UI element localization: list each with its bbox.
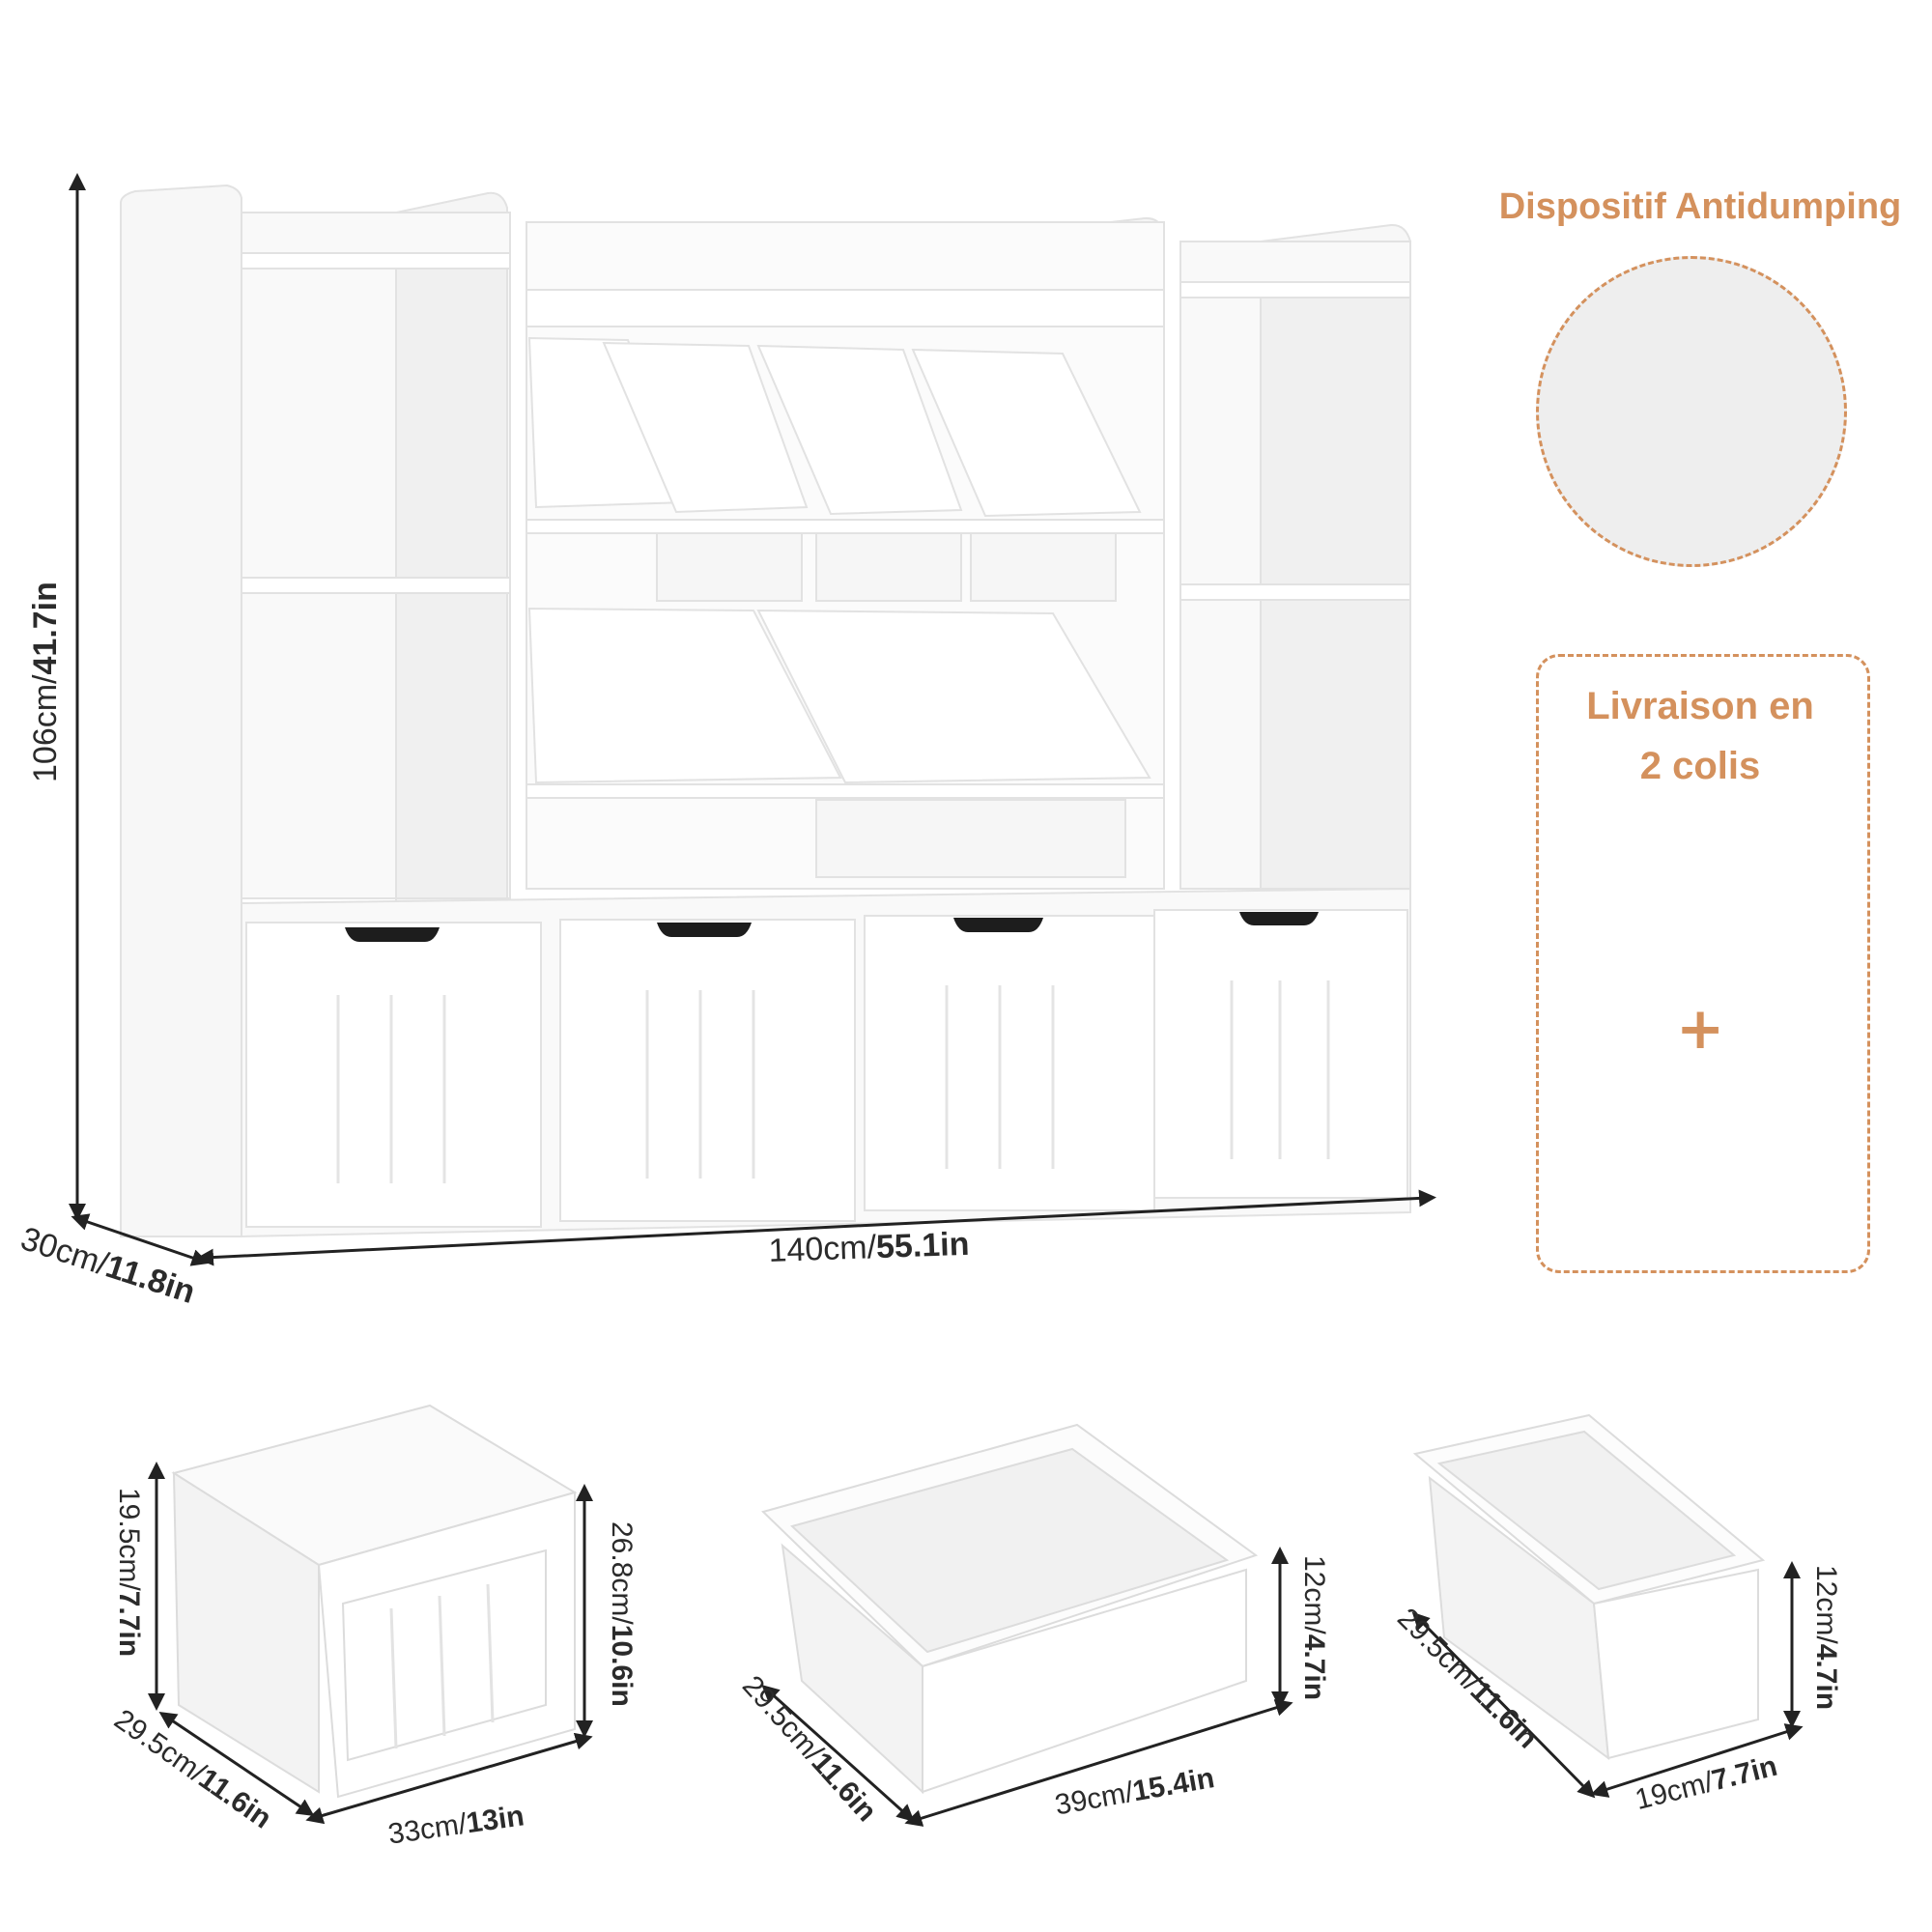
small-bin	[1412, 1413, 1766, 1761]
delivery-info-box	[1536, 654, 1870, 1273]
large-bin-dimension-lines	[761, 1547, 1293, 1827]
drawer-box	[171, 1404, 578, 1799]
toy-storage-unit	[120, 184, 1411, 1238]
plus-icon: +	[1676, 995, 1725, 1063]
main-height-label: 106cm/41.7in	[27, 582, 64, 782]
small-bin-height-label: 12cm/4.7in	[1810, 1565, 1842, 1711]
bottom-drawers	[245, 909, 1408, 1228]
drawer-height-label: 19.5cm/7.7in	[113, 1488, 145, 1658]
anti-tip-title: Dispositif Antidumping	[1498, 186, 1902, 227]
main-width-label: 140cm/55.1in	[767, 1225, 971, 1269]
anti-tip-detail-circle	[1536, 256, 1847, 567]
delivery-title-line1: Livraison en	[1586, 685, 1814, 727]
delivery-title-line2: 2 colis	[1639, 745, 1761, 787]
drawer-front-height-label: 26.8cm/10.6in	[606, 1521, 638, 1707]
small-bin-dimension-lines	[1411, 1561, 1804, 1799]
large-bin-height-label: 12cm/4.7in	[1298, 1555, 1330, 1701]
drawer-dimension-lines	[148, 1462, 593, 1825]
drawer-handles	[345, 912, 1319, 942]
delivery-title: Livraison en 2 colis	[1536, 676, 1864, 796]
main-dimension-lines	[69, 173, 1436, 1266]
